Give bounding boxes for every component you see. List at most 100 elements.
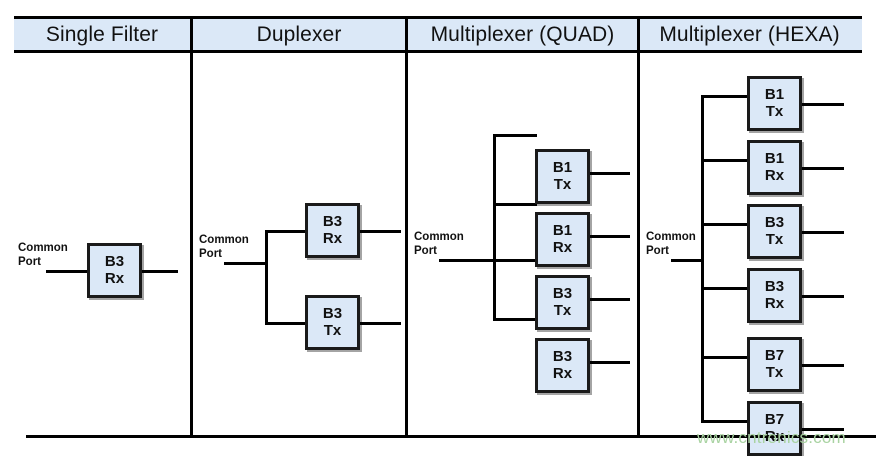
common-port-label-line2: Port bbox=[646, 244, 669, 257]
diagram-multiplexer-quad: Common Port B1 Tx B1 Rx B3 Tx bbox=[408, 53, 637, 438]
column-header-single-filter: Single Filter bbox=[14, 19, 190, 50]
filter-band-label: B3 bbox=[322, 304, 343, 322]
common-port-label-line1: Common bbox=[18, 242, 68, 254]
filter-direction-label: Tx bbox=[553, 175, 572, 193]
common-port-label: Common Port bbox=[18, 242, 68, 269]
filter-band-label: B1 bbox=[764, 85, 785, 103]
filter-band-label: B3 bbox=[764, 213, 785, 231]
common-port-wire bbox=[439, 259, 496, 262]
filter-direction-label: Tx bbox=[765, 363, 784, 381]
branch-wire-b3-rx bbox=[265, 230, 307, 233]
column-divider-3 bbox=[637, 53, 640, 438]
filter-direction-label: Tx bbox=[553, 301, 572, 319]
common-port-label-line1: Common bbox=[414, 231, 464, 243]
common-port-label: Common Port bbox=[646, 231, 696, 258]
column-divider-2 bbox=[405, 53, 408, 438]
common-port-label: Common Port bbox=[199, 234, 249, 261]
branch-wire-b7-tx bbox=[701, 356, 749, 359]
filter-box-b3-tx: B3 Tx bbox=[305, 295, 360, 350]
input-wire bbox=[46, 270, 87, 273]
filter-direction-label: Rx bbox=[552, 364, 573, 382]
output-wire-b1-tx bbox=[590, 172, 630, 175]
output-wire-b1-tx bbox=[802, 103, 844, 106]
filter-band-label: B3 bbox=[104, 252, 125, 270]
common-port-label-line2: Port bbox=[414, 244, 437, 257]
splitter-bus bbox=[493, 134, 496, 321]
filter-band-label: B3 bbox=[552, 347, 573, 365]
filter-band-label: B3 bbox=[322, 212, 343, 230]
filter-direction-label: Tx bbox=[323, 321, 342, 339]
watermark: www.cntronics.com bbox=[697, 428, 846, 447]
column-divider-1 bbox=[190, 53, 193, 438]
filter-box-b1-rx: B1 Rx bbox=[535, 212, 590, 267]
filter-direction-label: Rx bbox=[322, 229, 343, 247]
filter-band-label: B3 bbox=[552, 284, 573, 302]
filter-direction-label: Tx bbox=[765, 230, 784, 248]
filter-band-label: B7 bbox=[764, 410, 785, 428]
filter-band-label: B1 bbox=[764, 149, 785, 167]
column-header-label: Multiplexer (QUAD) bbox=[430, 22, 615, 46]
comparison-table: Single Filter Duplexer Multiplexer (QUAD… bbox=[14, 16, 876, 456]
common-port-wire bbox=[671, 259, 704, 262]
diagram-single-filter: Common Port B3 Rx bbox=[14, 53, 190, 438]
filter-box-b3-tx: B3 Tx bbox=[535, 275, 590, 330]
filter-band-label: B7 bbox=[764, 346, 785, 364]
column-header-multiplexer-quad: Multiplexer (QUAD) bbox=[405, 19, 637, 50]
diagram-duplexer: Common Port B3 Rx B3 Tx bbox=[193, 53, 405, 438]
filter-box-b1-tx: B1 Tx bbox=[535, 149, 590, 204]
branch-wire-b3-tx bbox=[265, 322, 307, 325]
branch-wire-b1-tx bbox=[701, 95, 749, 98]
filter-box-b7-rx: B7 Rx bbox=[747, 401, 802, 456]
column-header-label: Duplexer bbox=[256, 22, 342, 46]
output-wire-b3-tx bbox=[360, 322, 401, 325]
filter-box-b3-tx: B3 Tx bbox=[747, 204, 802, 259]
output-wire-b7-rx bbox=[802, 428, 844, 431]
output-wire-b1-rx bbox=[590, 235, 630, 238]
output-wire-b3-rx bbox=[142, 270, 178, 273]
table-header-row: Single Filter Duplexer Multiplexer (QUAD… bbox=[14, 16, 862, 53]
filter-direction-label: Rx bbox=[764, 166, 785, 184]
splitter-bus bbox=[265, 230, 268, 325]
column-header-label: Single Filter bbox=[45, 22, 159, 46]
output-wire-b3-tx bbox=[590, 298, 630, 301]
filter-band-label: B1 bbox=[552, 158, 573, 176]
output-wire-b3-rx bbox=[802, 295, 844, 298]
filter-box-b3-rx: B3 Rx bbox=[305, 203, 360, 258]
filter-box-b3-rx: B3 Rx bbox=[747, 268, 802, 323]
filter-box-b3-rx: B3 Rx bbox=[535, 338, 590, 393]
splitter-bus bbox=[701, 95, 704, 423]
filter-direction-label: Rx bbox=[764, 294, 785, 312]
filter-box-b7-tx: B7 Tx bbox=[747, 337, 802, 392]
common-port-label-line1: Common bbox=[199, 234, 249, 246]
output-wire-b3-tx bbox=[802, 231, 844, 234]
filter-direction-label: Rx bbox=[552, 238, 573, 256]
branch-wire-b1-rx bbox=[701, 159, 749, 162]
branch-wire-b7-rx bbox=[701, 420, 749, 423]
column-header-duplexer: Duplexer bbox=[190, 19, 405, 50]
output-wire-b1-rx bbox=[802, 167, 844, 170]
branch-wire-b3-tx bbox=[701, 223, 749, 226]
branch-wire-b3-rx bbox=[493, 318, 537, 321]
filter-band-label: B1 bbox=[552, 221, 573, 239]
output-wire-b3-rx bbox=[360, 230, 401, 233]
common-port-label-line2: Port bbox=[199, 247, 222, 260]
column-header-label: Multiplexer (HEXA) bbox=[659, 22, 840, 46]
common-port-label-line2: Port bbox=[18, 255, 41, 268]
filter-direction-label: Rx bbox=[104, 269, 125, 287]
table-bottom-rule bbox=[26, 435, 876, 438]
output-wire-b7-tx bbox=[802, 364, 844, 367]
branch-wire-b1-rx bbox=[493, 203, 537, 206]
filter-band-label: B3 bbox=[764, 277, 785, 295]
filter-box-b1-rx: B1 Rx bbox=[747, 140, 802, 195]
branch-wire-b3-rx bbox=[701, 287, 749, 290]
common-port-label: Common Port bbox=[414, 231, 464, 258]
filter-box-b1-tx: B1 Tx bbox=[747, 76, 802, 131]
branch-wire-b1-tx bbox=[493, 134, 537, 137]
common-port-label-line1: Common bbox=[646, 231, 696, 243]
column-header-multiplexer-hexa: Multiplexer (HEXA) bbox=[637, 19, 859, 50]
output-wire-b3-rx bbox=[590, 361, 630, 364]
common-port-wire bbox=[224, 262, 268, 265]
filter-direction-label: Tx bbox=[765, 102, 784, 120]
filter-box-b3-rx: B3 Rx bbox=[87, 243, 142, 298]
